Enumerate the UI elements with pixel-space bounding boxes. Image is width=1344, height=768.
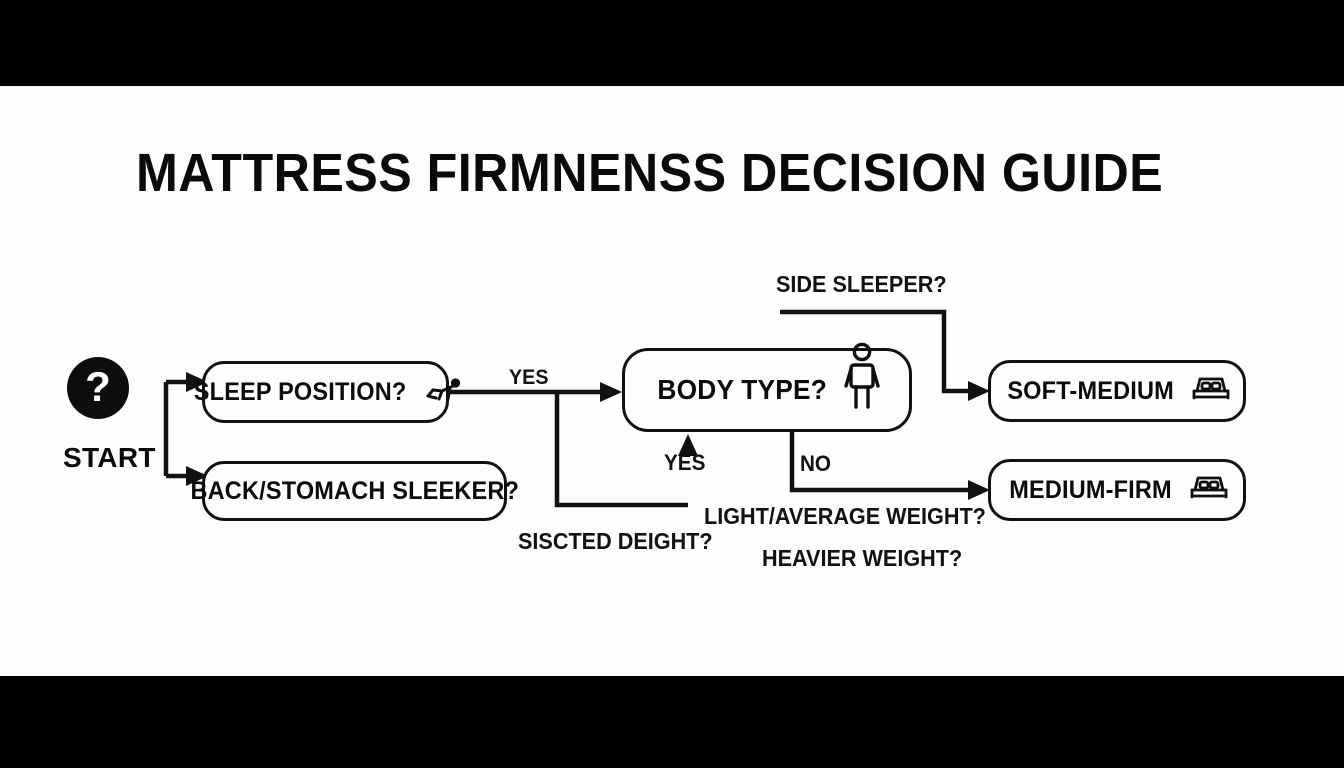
edge-label-yes-top: YES bbox=[509, 366, 549, 389]
node-label: BACK/STOMACH SLEEKER? bbox=[190, 476, 519, 505]
arrowhead-start-lower bbox=[186, 466, 208, 486]
arrowhead-weight-up bbox=[678, 434, 698, 456]
node-label: SLEEP POSITION? bbox=[194, 377, 407, 406]
edge-label-sisct-weight: SISCTED DEIGHT? bbox=[518, 528, 713, 554]
node-body-type[interactable]: BODY TYPE? bbox=[622, 342, 912, 432]
arrowhead-to-firm bbox=[968, 480, 990, 500]
standing-person-icon bbox=[842, 341, 882, 418]
crawling-person-icon bbox=[424, 376, 464, 409]
edge-label-side-sleeper: SIDE SLEEPER? bbox=[776, 271, 947, 297]
bed-icon bbox=[1190, 373, 1232, 410]
node-back-stomach-sleeper[interactable]: BACK/STOMACH SLEEKER? bbox=[190, 461, 519, 521]
edge-label-no: NO bbox=[800, 451, 832, 476]
edge-label-yes-middle: YES bbox=[664, 450, 706, 475]
page-title: MATTRESS FIRMNENSS DECISION GUIDE bbox=[136, 143, 1164, 203]
letterbox-top bbox=[0, 0, 1344, 86]
arrowhead-start-upper bbox=[186, 372, 208, 392]
connector-lines bbox=[163, 309, 990, 508]
node-medium-firm[interactable]: MEDIUM-FIRM bbox=[988, 459, 1246, 521]
node-label: MEDIUM-FIRM bbox=[1009, 475, 1173, 504]
edge-label-light-average: LIGHT/AVERAGE WEIGHT? bbox=[704, 503, 986, 529]
bed-icon bbox=[1188, 472, 1230, 509]
node-sleep-position[interactable]: SLEEP POSITION? bbox=[194, 361, 460, 423]
arrowhead-to-soft bbox=[968, 381, 990, 401]
node-label: SOFT-MEDIUM bbox=[1007, 376, 1175, 405]
diagram-canvas: MATTRESS FIRMNENSS DECISION GUIDE bbox=[0, 86, 1344, 676]
letterbox-bottom bbox=[0, 676, 1344, 768]
node-soft-medium[interactable]: SOFT-MEDIUM bbox=[988, 360, 1246, 422]
node-label: BODY TYPE? bbox=[657, 374, 827, 405]
arrowhead-to-bodytype bbox=[600, 382, 622, 402]
edge-label-heavier-weight: HEAVIER WEIGHT? bbox=[762, 545, 963, 571]
start-node[interactable]: ? bbox=[67, 357, 129, 419]
question-mark-icon: ? bbox=[85, 363, 111, 410]
start-label: START bbox=[63, 442, 156, 473]
